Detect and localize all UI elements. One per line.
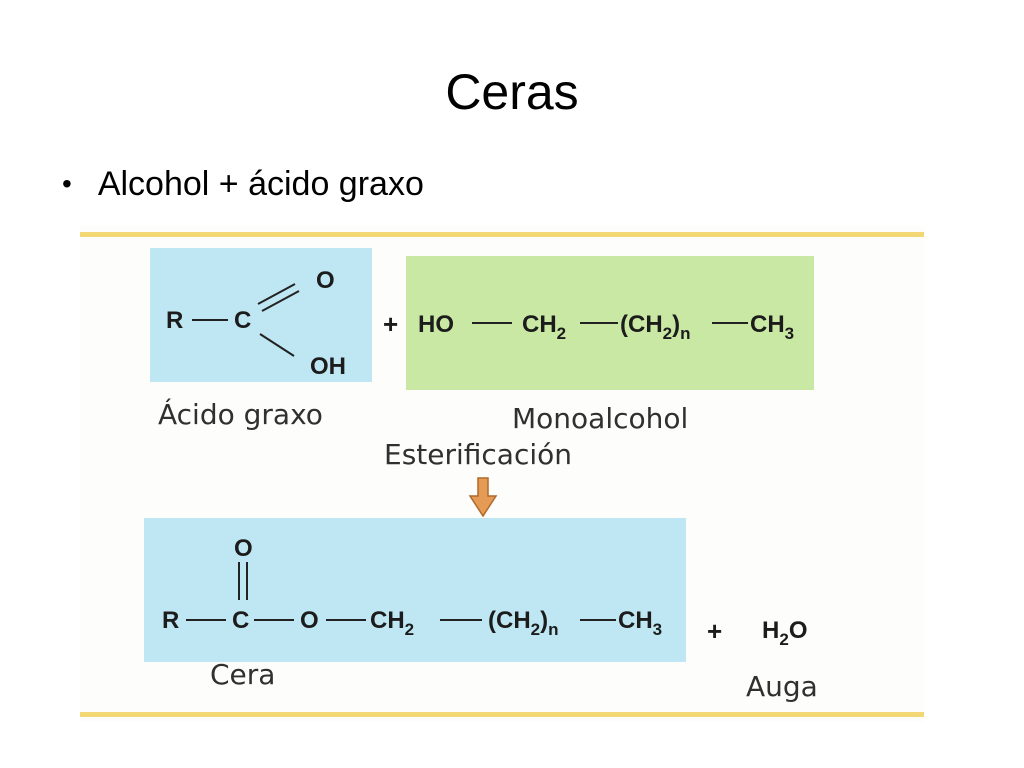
reaction-figure: R C O OH Ácido graxo + HO CH2 (CH2)n CH3… bbox=[80, 226, 924, 722]
acid-label: Ácido graxo bbox=[158, 397, 323, 431]
acid-oh-group: OH bbox=[310, 353, 346, 380]
water-formula: H2O bbox=[762, 617, 807, 649]
frame-bottom-line bbox=[80, 712, 924, 717]
acid-o-atom: O bbox=[316, 267, 335, 294]
wax-c-atom: C bbox=[232, 607, 249, 634]
acid-oh-bond bbox=[259, 333, 295, 357]
frame-top-line bbox=[80, 232, 924, 237]
wax-r-atom: R bbox=[162, 607, 179, 634]
alcohol-ch3: CH3 bbox=[750, 311, 794, 343]
reaction-diagram: R C O OH Ácido graxo + HO CH2 (CH2)n CH3… bbox=[80, 232, 924, 717]
wax-ch2: CH2 bbox=[370, 607, 414, 639]
water-label: Auga bbox=[746, 670, 818, 703]
bullet-dot: • bbox=[62, 168, 72, 199]
acid-box bbox=[150, 248, 372, 382]
wax-o-top: O bbox=[234, 535, 253, 562]
acid-r-atom: R bbox=[166, 307, 183, 334]
wax-box bbox=[144, 518, 686, 662]
acid-double-bond-2 bbox=[261, 290, 300, 312]
alcohol-chain: (CH2)n bbox=[620, 311, 691, 343]
wax-chain: (CH2)n bbox=[488, 607, 559, 639]
wax-ch3: CH3 bbox=[618, 607, 662, 639]
alcohol-ho-group: HO bbox=[418, 311, 454, 338]
slide-title: Ceras bbox=[445, 64, 579, 120]
alcohol-ch2: CH2 bbox=[522, 311, 566, 343]
down-arrow-icon bbox=[468, 477, 498, 518]
plus-sign-reactants: + bbox=[383, 309, 398, 339]
wax-structure: O R C O CH2 (CH2)n CH3 bbox=[162, 535, 662, 639]
wax-o-link: O bbox=[300, 607, 319, 634]
monoalcohol-label: Monoalcohol bbox=[512, 402, 688, 435]
fatty-acid-structure: R C O OH bbox=[166, 267, 346, 380]
monoalcohol-structure: HO CH2 (CH2)n CH3 bbox=[418, 311, 794, 343]
acid-double-bond-1 bbox=[257, 283, 296, 305]
acid-c-atom: C bbox=[234, 307, 251, 334]
bullet-text: Alcohol + ácido graxo bbox=[97, 165, 424, 203]
wax-label: Cera bbox=[210, 658, 275, 691]
bullet-item: • Alcohol + ácido graxo bbox=[62, 162, 424, 206]
plus-sign-products: + bbox=[707, 616, 722, 646]
esterification-label: Esterificación bbox=[384, 438, 572, 471]
